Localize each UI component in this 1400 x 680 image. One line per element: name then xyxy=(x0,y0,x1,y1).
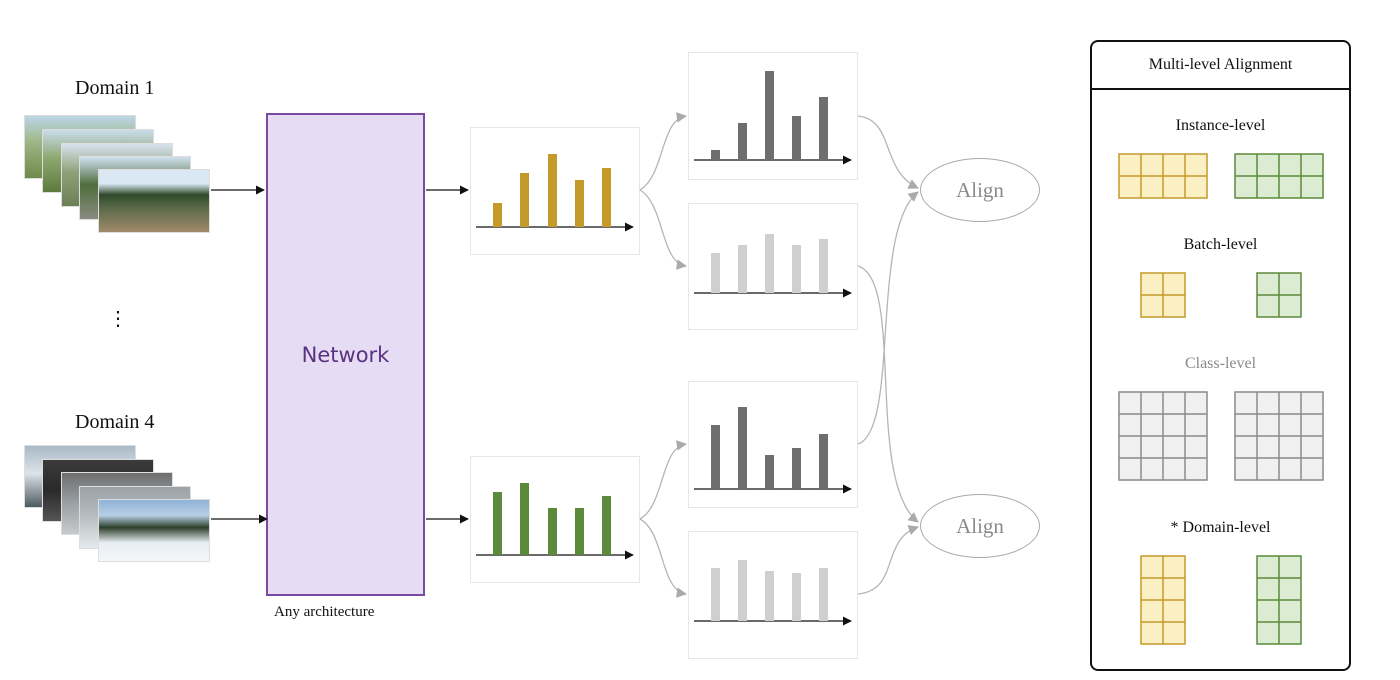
bar xyxy=(738,407,747,489)
bar-chart-domain-4-dark xyxy=(694,407,852,494)
curve-dark-1-to-align-top xyxy=(857,115,919,189)
batch-level-label: Batch-level xyxy=(1183,236,1258,253)
domain-level-gold-grid xyxy=(1140,555,1186,645)
bar xyxy=(792,573,801,621)
vertical-ellipsis: ⋮ xyxy=(108,308,128,330)
bar xyxy=(765,234,774,293)
class-level-gray-grid-left xyxy=(1118,391,1208,481)
bar xyxy=(711,150,720,160)
align-label: Align xyxy=(956,177,1004,202)
bar xyxy=(711,568,720,621)
instance-level-green-grid xyxy=(1234,153,1324,199)
network-label: Network xyxy=(301,343,390,367)
legend-title: Multi-level Alignment xyxy=(1092,42,1349,90)
curve-panel-4-to-light xyxy=(639,518,688,598)
align-node-top: Align xyxy=(920,158,1040,222)
bar xyxy=(711,425,720,489)
bar xyxy=(765,455,774,489)
domain-level-green-grid xyxy=(1256,555,1302,645)
curve-dark-4-to-align-top xyxy=(857,191,919,445)
network-caption: Any architecture xyxy=(274,604,375,620)
bar-chart-domain-4-light xyxy=(694,560,852,626)
bar xyxy=(792,245,801,293)
bar xyxy=(819,434,828,489)
bar xyxy=(765,71,774,160)
multi-level-alignment-legend: Multi-level Alignment Instance-level Bat… xyxy=(1090,40,1351,671)
bar-chart-domain-1-dark xyxy=(694,71,852,165)
instance-level-label: Instance-level xyxy=(1175,117,1266,134)
bar xyxy=(548,154,557,227)
bar xyxy=(738,560,747,621)
bar xyxy=(602,168,611,227)
domain-1-image xyxy=(98,169,210,233)
bar xyxy=(575,180,584,227)
bar-chart-domain-1-light xyxy=(694,234,852,298)
bar xyxy=(792,448,801,489)
bar xyxy=(819,568,828,621)
bar xyxy=(819,97,828,160)
bar xyxy=(738,123,747,160)
bar-chart-domain-4-features xyxy=(476,483,634,560)
bar xyxy=(520,483,529,555)
bar xyxy=(548,508,557,555)
domain-level-label: * Domain-level xyxy=(1170,519,1271,536)
class-level-gray-grid-right xyxy=(1234,391,1324,481)
bar xyxy=(765,571,774,621)
bar xyxy=(711,253,720,293)
bar xyxy=(792,116,801,160)
curve-light-1-to-align-bottom xyxy=(857,265,919,523)
class-level-label: Class-level xyxy=(1184,355,1257,372)
bar xyxy=(493,492,502,555)
batch-level-green-grid xyxy=(1256,272,1302,318)
bar xyxy=(819,239,828,293)
align-label: Align xyxy=(956,513,1004,538)
curve-panel-1-to-light xyxy=(639,189,688,270)
curve-panel-4-to-dark xyxy=(639,440,688,520)
domain-4-label: Domain 4 xyxy=(75,411,155,433)
domain-4-image xyxy=(98,499,210,562)
align-node-bottom: Align xyxy=(920,494,1040,558)
bar xyxy=(493,203,502,227)
instance-level-gold-grid xyxy=(1118,153,1208,199)
domain-1-label: Domain 1 xyxy=(75,77,155,99)
bar xyxy=(520,173,529,227)
network-block: Network xyxy=(266,113,425,596)
curve-panel-1-to-dark xyxy=(639,112,688,191)
batch-level-gold-grid xyxy=(1140,272,1186,318)
bar xyxy=(575,508,584,555)
curve-light-4-to-align-bottom xyxy=(857,525,919,595)
bar xyxy=(738,245,747,293)
bar-chart-domain-1-features xyxy=(476,154,634,232)
bar xyxy=(602,496,611,555)
